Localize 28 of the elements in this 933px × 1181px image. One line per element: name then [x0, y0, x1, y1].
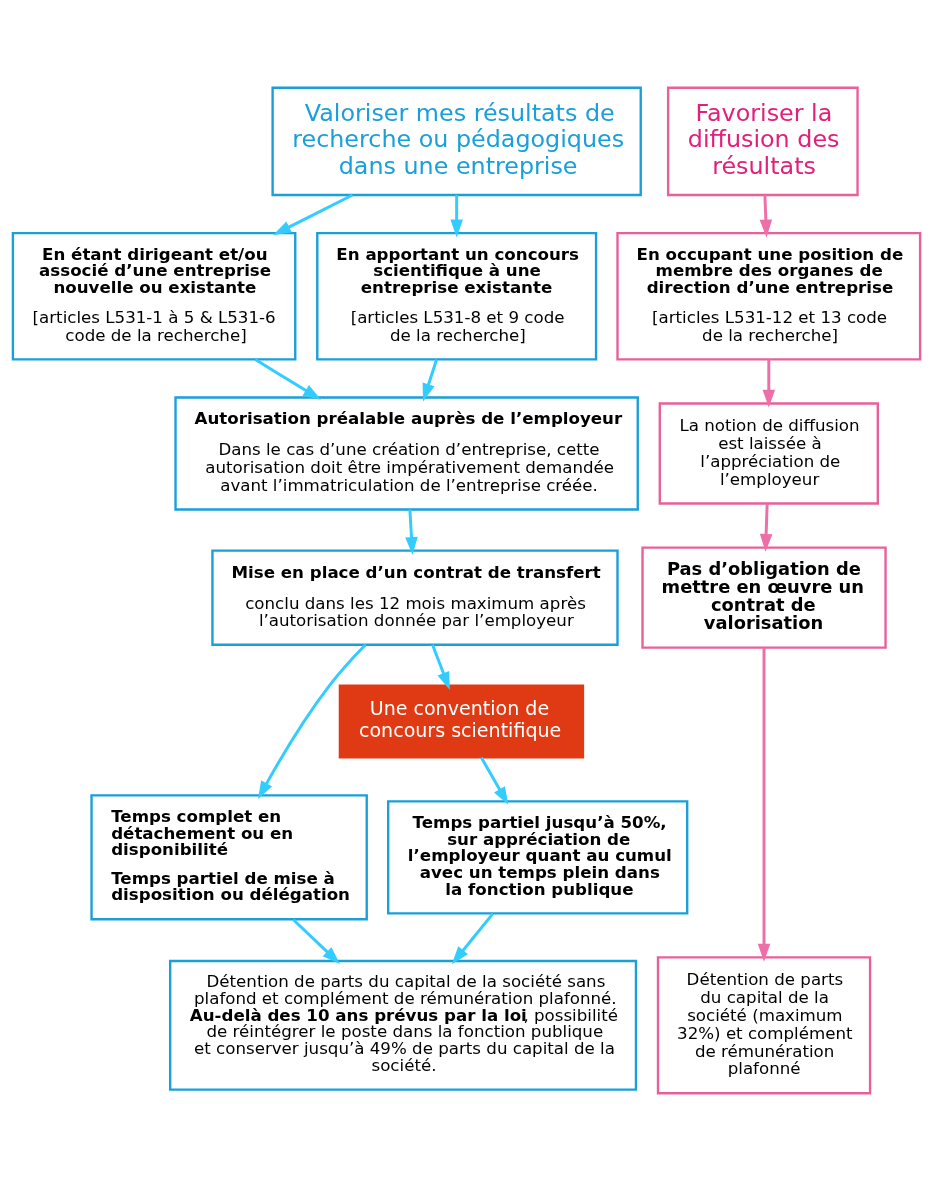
arrow: [451, 912, 494, 965]
node-box: Pas d’obligation de mettre en œuvre un contrat de valorisation: [641, 546, 887, 649]
arrow: [757, 648, 771, 962]
node-box: En étant dirigeant et/ou associé d’une entreprise nouvelle ou existante [articles L531-1 à 5 & L531-6 code de la recherche]: [11, 231, 297, 361]
arrow: [273, 193, 354, 236]
arrow: [292, 918, 340, 965]
arrow: [254, 358, 321, 400]
arrow: [450, 195, 463, 238]
node-box: Valoriser mes résultats de recherche ou pédagogiques dans une entreprise: [271, 86, 642, 197]
arrow: [258, 643, 367, 800]
node-box: Temps partiel jusqu’à 50%, sur appréciation de l’employeur quant au cumul avec un temps plein dans la fonction publique: [387, 800, 689, 915]
arrow: [759, 503, 773, 552]
node-box: Une convention de concours scientifique: [338, 684, 585, 759]
arrow: [422, 359, 439, 402]
node-box: Temps complet en détachement ou en disponibilité Temps partiel de mise à disposition ou délégation: [90, 794, 368, 921]
node-box: Détention de parts du capital de la société (maximum 32%) et complément de rémunération plafonné: [656, 956, 872, 1095]
arrow: [759, 195, 773, 238]
node-box: Détention de parts du capital de la société sans plafond et complément de rémunération plafonné. Au-delà des 10 ans prévus par la loi, possibilité de réintégrer le poste dans la fonction publique et conserver jusqu’à 49% de parts du capital de la société.: [168, 959, 638, 1091]
node-box: En occupant une position de membre des organes de direction d’une entreprise [articles L531-12 et 13 code de la recherche]: [616, 231, 922, 361]
node-box: La notion de diffusion est laissée à l’appréciation de l’employeur: [658, 402, 879, 505]
node-box: Mise en place d’un contrat de transfert conclu dans les 12 mois maximum après l’autorisation donnée par l’employeur: [211, 549, 619, 646]
arrow: [431, 644, 450, 690]
arrow: [405, 509, 418, 556]
node-box: Favoriser la diffusion des résultats: [666, 86, 859, 197]
node-box: Autorisation préalable auprès de l’employeur Dans le cas d’une création d’entreprise, cette autorisation doit être impérativement demandée avant l’immatriculation de l’entreprise créée.: [174, 396, 639, 511]
node-box: En apportant un concours scientifique à une entreprise existante [articles L531-8 et 9 code de la recherche]: [316, 231, 598, 361]
arrow: [762, 359, 776, 408]
arrow: [479, 756, 509, 805]
